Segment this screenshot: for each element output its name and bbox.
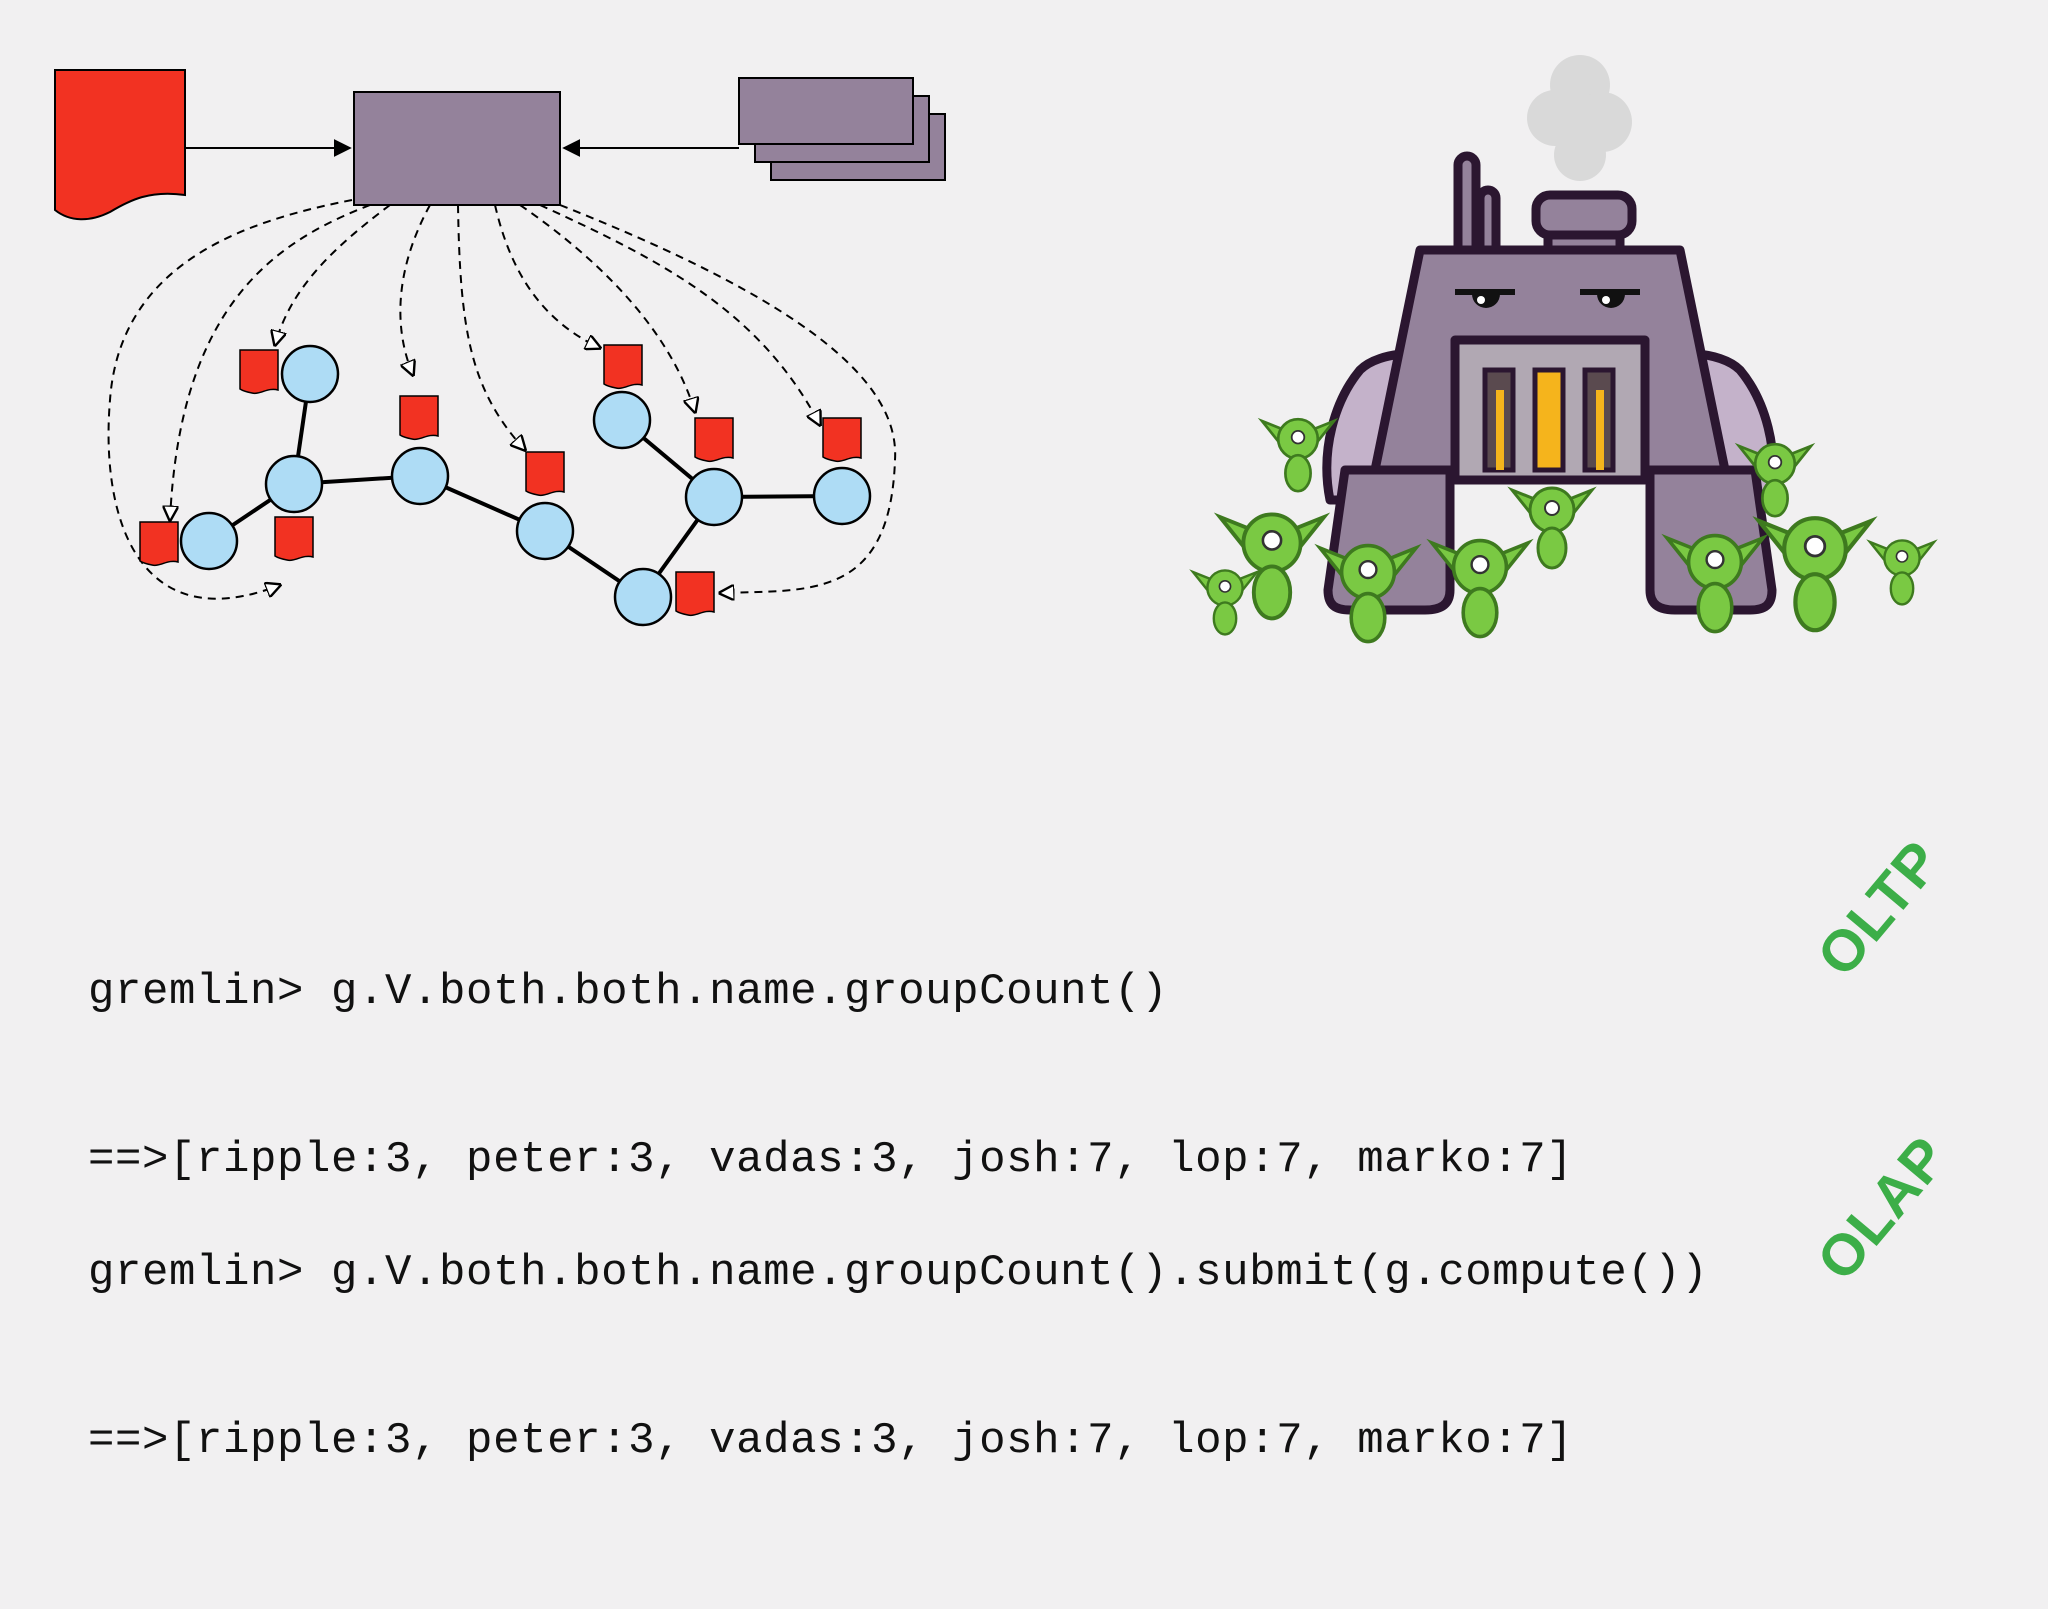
gremlin-icon	[1752, 516, 1878, 633]
olap-command-line: gremlin> g.V.both.both.name.groupCount()…	[88, 1248, 1709, 1298]
gremlin-icon	[1213, 512, 1331, 621]
graph-vertices	[179, 344, 872, 627]
oltp-label: OLTP	[1804, 828, 1954, 989]
oltp-command-line: gremlin> g.V.both.both.name.groupCount()	[88, 967, 1169, 1017]
message-document-icon	[603, 344, 643, 390]
message-document-icon	[525, 451, 565, 497]
distribution-arrows	[107, 199, 897, 599]
message-document-icon	[274, 516, 314, 562]
message-document-icon	[239, 349, 279, 395]
gremlin-icon	[1314, 543, 1422, 644]
olap-query-block: gremlin> g.V.both.both.name.groupCount()…	[88, 1133, 1708, 1525]
gremlin-icon	[1507, 486, 1597, 570]
message-document-icon	[399, 395, 439, 441]
gremlin-icon	[1734, 442, 1816, 518]
message-document-icon	[694, 417, 734, 463]
graph-computer-factory-icon	[1189, 55, 1938, 644]
message-documents	[139, 344, 862, 617]
gremlin-icon	[1661, 533, 1769, 634]
vertex	[812, 466, 872, 526]
gremlin-icon	[1866, 539, 1938, 606]
gremlin-icon	[1426, 538, 1534, 639]
smoke-cloud	[1527, 55, 1632, 181]
furnace-grill	[1482, 367, 1616, 473]
oltp-query-block: gremlin> g.V.both.both.name.groupCount()…	[88, 852, 1573, 1244]
olap-label: OLAP	[1804, 1124, 1961, 1293]
message-document-icon	[822, 417, 862, 463]
gremlin-icon	[1257, 417, 1339, 493]
vertex	[684, 467, 744, 527]
vertex	[179, 511, 239, 571]
worker-stack-icon	[738, 77, 946, 181]
olap-result-line: ==>[ripple:3, peter:3, vadas:3, josh:7, …	[88, 1416, 1574, 1466]
factory-eyes	[1455, 289, 1640, 308]
vertex	[264, 454, 324, 514]
gremlin-icon	[1189, 569, 1261, 636]
vertex	[515, 501, 575, 561]
message-document-icon	[675, 571, 715, 617]
program-document-icon	[54, 69, 186, 221]
vertex	[390, 446, 450, 506]
vertex	[592, 390, 652, 450]
oltp-result-line: ==>[ripple:3, peter:3, vadas:3, josh:7, …	[88, 1135, 1574, 1185]
vertex	[280, 344, 340, 404]
message-document-icon	[139, 521, 179, 567]
processor-icon	[353, 91, 561, 206]
vertex	[613, 567, 673, 627]
graph-computer-diagram	[54, 69, 946, 627]
